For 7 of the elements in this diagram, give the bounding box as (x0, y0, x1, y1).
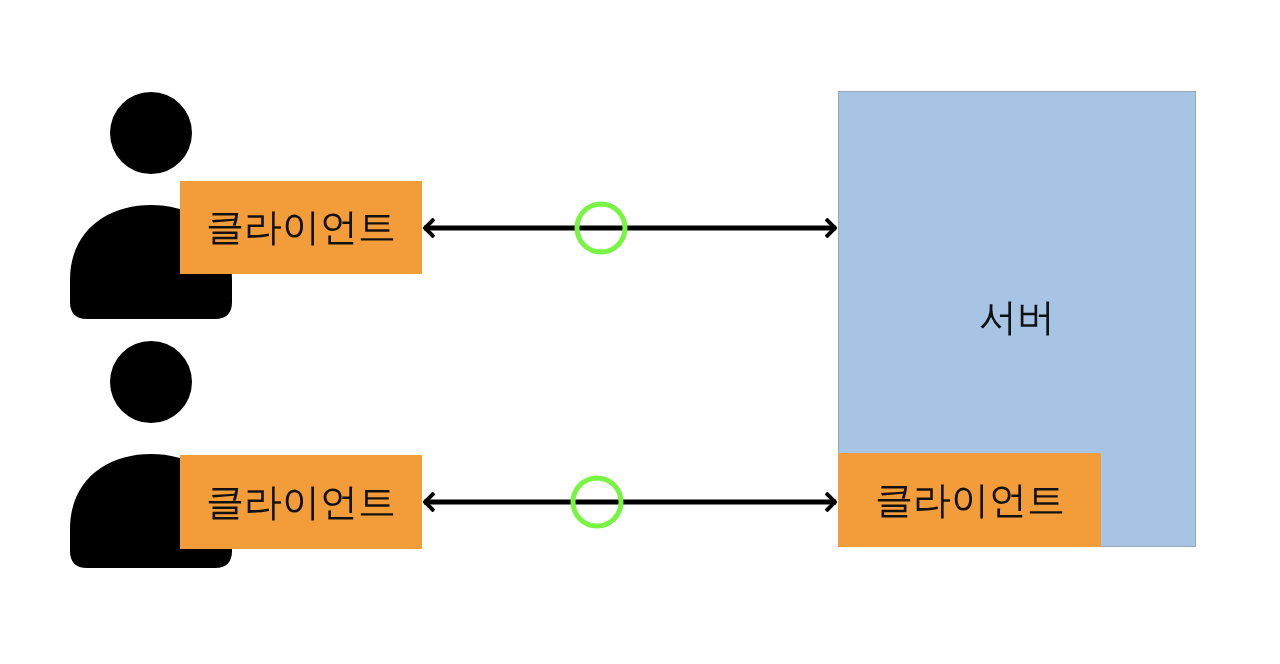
client-box: 클라이언트 (180, 455, 422, 549)
client-box: 클라이언트 (180, 181, 422, 274)
client-box: 클라이언트 (838, 453, 1101, 547)
server-label: 서버 (978, 294, 1056, 341)
double-arrow (423, 491, 837, 513)
server-box (838, 91, 1196, 547)
double-arrow (423, 217, 837, 239)
